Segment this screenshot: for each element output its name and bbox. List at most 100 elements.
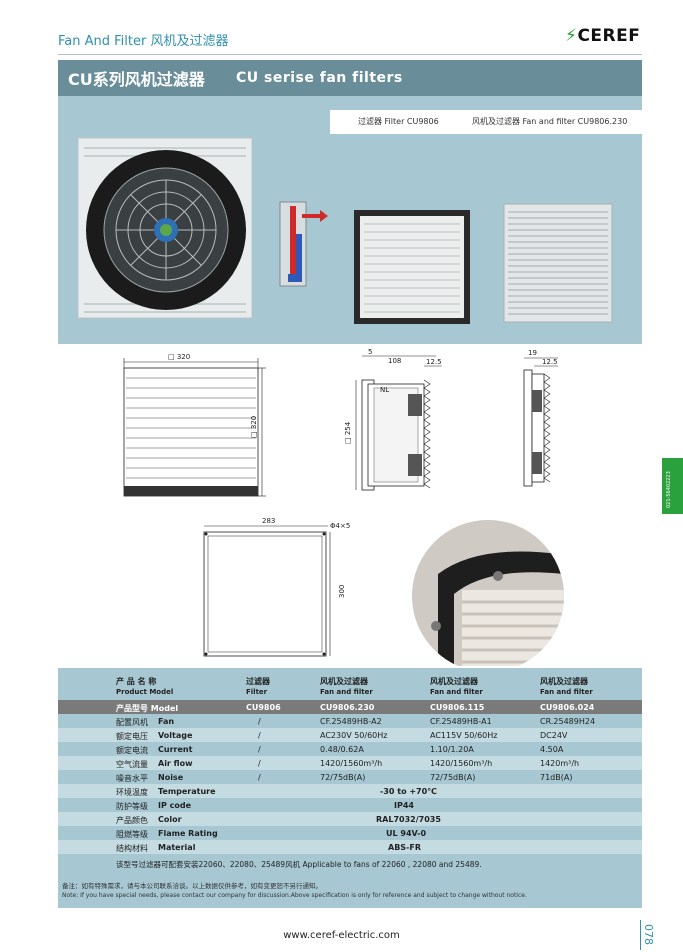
model-col3: CU9806.115 (430, 703, 485, 712)
row-col2: 0.48/0.62A (320, 745, 364, 754)
header-divider (58, 54, 642, 55)
header-col1-en: Filter (246, 688, 268, 696)
row-label-en: Flame Rating (158, 829, 218, 838)
table-row: 环境温度 Temperature -30 to +70℃ (58, 784, 642, 798)
note-cn: 备注：如有特殊需求，请与本公司联系洽谈。以上数据仅供参考，如有变更恕不另行通知。 (62, 882, 322, 890)
header-col4-cn: 风机及过滤器 (540, 677, 588, 686)
header-col2-cn: 风机及过滤器 (320, 677, 368, 686)
caption-bar (330, 110, 642, 134)
row-col2: AC230V 50/60Hz (320, 731, 388, 740)
row-col2: 1420/1560m³/h (320, 759, 383, 768)
louvre-filter-photo (503, 203, 613, 323)
row-col1: / (258, 745, 261, 754)
front-height-label: □ 320 (250, 416, 258, 438)
row-col1: / (258, 717, 261, 726)
model-col2: CU9806.230 (320, 703, 375, 712)
header-name-cn: 产 品 名 称 (116, 677, 157, 686)
row-label-en: Air flow (158, 759, 193, 768)
banner-title-en: CU serise fan filters (236, 70, 403, 86)
header-col4-en: Fan and filter (540, 688, 593, 696)
row-col3: 1420/1560m³/h (430, 759, 493, 768)
row-col2: CF.25489HB-A2 (320, 717, 382, 726)
side-view-drawing: 5 108 12.5 NL □ 254 (344, 348, 442, 491)
row-col3: AC115V 50/60Hz (430, 731, 498, 740)
row-label-cn: 环境温度 (116, 788, 148, 797)
side2-depth-a: 19 (528, 349, 537, 357)
technical-drawings: □ 320 □ 320 5 108 12.5 NL □ 254 19 12.5 (123, 348, 564, 666)
table-row: 配置风机 Fan / CF.25489HB-A2 CF.25489HB-A1 C… (58, 714, 642, 728)
row-label-cn: 结构材料 (116, 844, 148, 853)
caption-filter: 过滤器 Filter CU9806 (358, 117, 439, 126)
side-tab-text: 021-56402223 (666, 471, 672, 508)
spec-table: 产 品 名 称 Product Model 过滤器 Filter 风机及过滤器 … (58, 668, 642, 908)
filter-frame-photo (354, 210, 470, 324)
row-col2: 72/75dB(A) (320, 773, 366, 782)
side-depth-b: 108 (388, 357, 401, 365)
cutout-drawing: 283 Φ4×5 300 (203, 517, 350, 657)
applicable-note: 该型号过滤器可配套安装22060、22080、25489风机 Applicabl… (116, 860, 482, 869)
header-col2-en: Fan and filter (320, 688, 373, 696)
bolt-icon: ⚡ (565, 26, 578, 46)
row-value: RAL7032/7035 (376, 815, 441, 824)
airflow-diagram (279, 201, 328, 287)
row-col4: CR.25489H24 (540, 717, 596, 726)
row-value: ABS-FR (388, 843, 421, 852)
row-label-cn: 空气流量 (116, 760, 148, 769)
row-value: IP44 (394, 801, 414, 810)
row-col1: / (258, 759, 261, 768)
table-row: 额定电压 Voltage / AC230V 50/60Hz AC115V 50/… (58, 728, 642, 742)
front-width-label: □ 320 (168, 353, 190, 361)
cutout-hole-label: Φ4×5 (330, 522, 350, 530)
row-label-en: Voltage (158, 731, 193, 740)
brand-logo: ⚡CEREF (565, 26, 640, 46)
header-col3-cn: 风机及过滤器 (430, 677, 478, 686)
row-label-en: Current (158, 745, 193, 754)
row-col4: 1420m³/h (540, 759, 580, 768)
fan-filter-photo (77, 137, 253, 319)
side-depth-a: 5 (368, 348, 372, 356)
row-label-en: Color (158, 815, 182, 824)
row-label-en: Noise (158, 773, 184, 782)
page-number-text: 078 (642, 924, 655, 945)
logo-text: CEREF (577, 26, 641, 46)
table-row: 防护等级 IP code IP44 (58, 798, 642, 812)
cutout-height-label: 300 (338, 585, 346, 598)
caption-fan-filter: 风机及过滤器 Fan and filter CU9806.230 (472, 117, 628, 126)
header-title: Fan And Filter 风机及过滤器 (58, 34, 229, 49)
cutout-width-label: 283 (262, 517, 275, 525)
header-name-en: Product Model (116, 688, 174, 696)
row-col3: 72/75dB(A) (430, 773, 476, 782)
model-row: 产品型号 Model CU9806 CU9806.230 CU9806.115 … (58, 700, 642, 714)
row-col1: / (258, 731, 261, 740)
front-view-drawing: □ 320 □ 320 (123, 353, 266, 497)
row-label-en: IP code (158, 801, 192, 810)
row-label-cn: 额定电压 (116, 732, 148, 741)
row-label-cn: 阻燃等级 (116, 830, 148, 839)
side-height-label: □ 254 (344, 421, 352, 444)
header-col3-en: Fan and filter (430, 688, 483, 696)
note-en: Note: If you have special needs, please … (62, 892, 527, 899)
table-row: 额定电流 Current / 0.48/0.62A 1.10/1.20A 4.5… (58, 742, 642, 756)
row-label-cn: 额定电流 (116, 746, 148, 755)
model-label: 产品型号 Model (116, 704, 179, 713)
row-label-cn: 噪音水平 (116, 774, 148, 783)
row-col4: 71dB(A) (540, 773, 573, 782)
row-label-cn: 配置风机 (116, 718, 148, 727)
row-label-en: Fan (158, 717, 175, 726)
banner-title-cn: CU系列风机过滤器 (68, 70, 205, 89)
product-photos (77, 137, 613, 324)
table-row: 空气流量 Air flow / 1420/1560m³/h 1420/1560m… (58, 756, 642, 770)
website-link[interactable]: www.ceref-electric.com (283, 930, 400, 941)
row-value: UL 94V-0 (386, 829, 427, 838)
model-col1: CU9806 (246, 703, 281, 712)
row-label-cn: 防护等级 (116, 802, 148, 811)
row-label-en: Material (158, 843, 196, 852)
row-col3: 1.10/1.20A (430, 745, 474, 754)
row-col3: CF.25489HB-A1 (430, 717, 492, 726)
row-value: -30 to +70℃ (380, 787, 437, 796)
filter-side-view-drawing: 19 12.5 (523, 349, 558, 487)
page-number: 078 (640, 920, 655, 950)
table-row: 结构材料 Material ABS-FR (58, 840, 642, 854)
side2-depth-b: 12.5 (542, 358, 558, 366)
table-row: 噪音水平 Noise / 72/75dB(A) 72/75dB(A) 71dB(… (58, 770, 642, 784)
